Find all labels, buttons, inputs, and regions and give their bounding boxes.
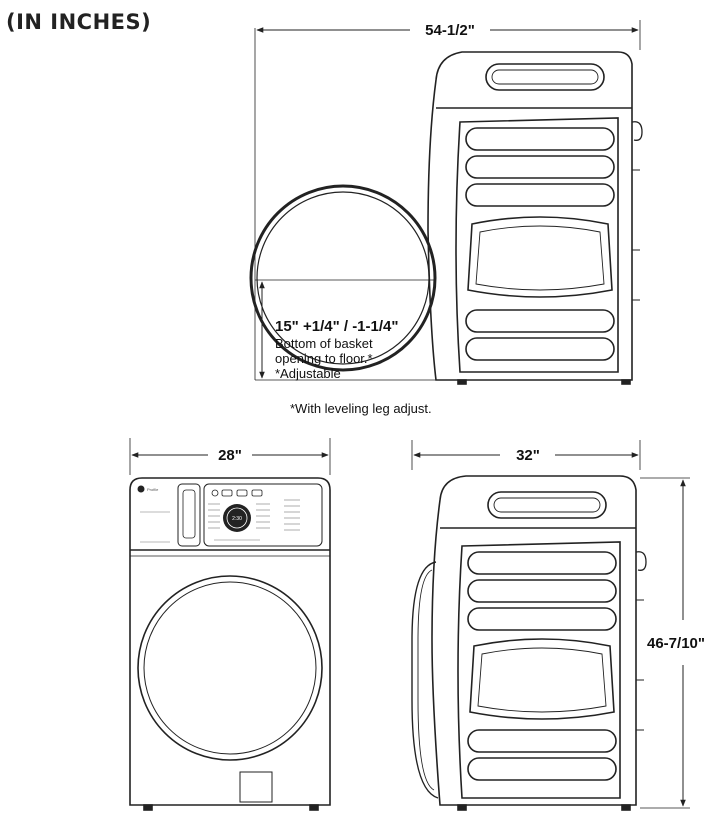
units-heading: (IN INCHES) <box>6 10 152 34</box>
dim-label-height: 46-7/10" <box>647 635 705 652</box>
basket-height-value: 15" +1/4" / -1-1/4" <box>275 318 399 335</box>
panel-display: 2:30 <box>232 516 242 522</box>
front-view <box>129 438 331 811</box>
leveling-note: *With leveling leg adjust. <box>290 401 432 416</box>
basket-note-line2: opening to floor.* <box>275 351 373 366</box>
basket-note-line3: *Adjustable <box>275 366 341 381</box>
dim-label-depth: 32" <box>516 447 540 464</box>
brand-logo: Profile <box>147 487 159 492</box>
dim-label-width: 28" <box>218 447 242 464</box>
side-view-door-open <box>249 20 643 385</box>
side-view <box>411 440 690 811</box>
dim-label-depth-door-open: 54-1/2" <box>425 22 475 39</box>
basket-note-line1: Bottom of basket <box>275 336 373 351</box>
